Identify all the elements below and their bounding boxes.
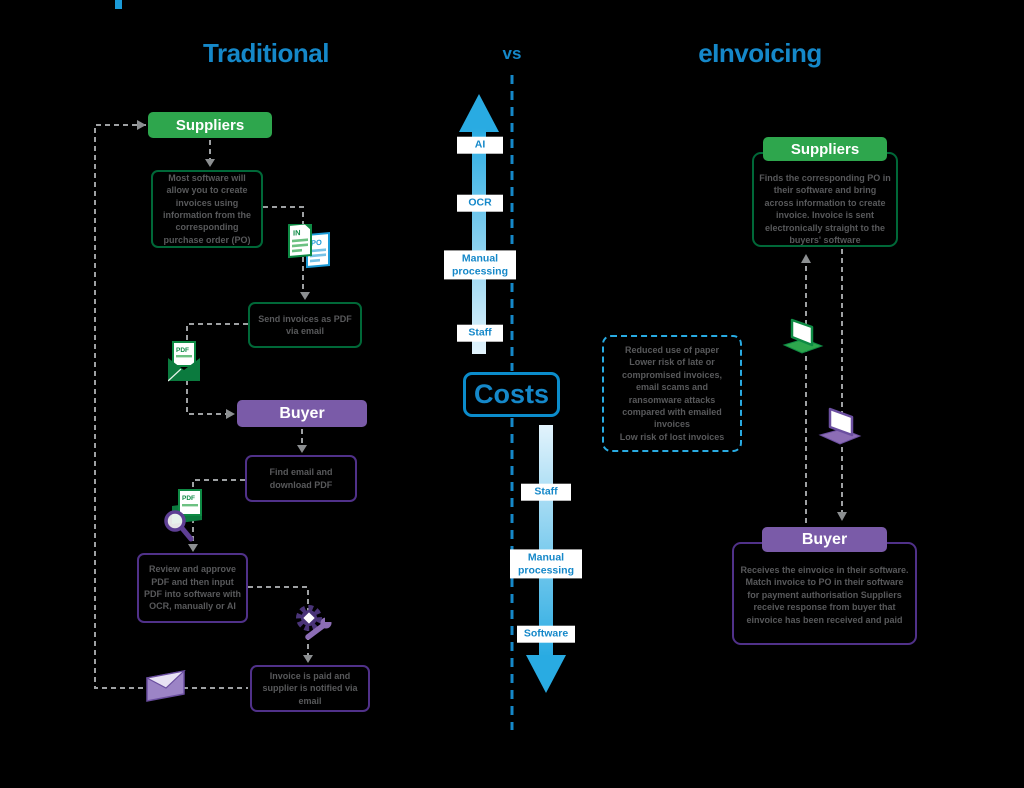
logo-fragment bbox=[115, 0, 122, 9]
benefit-lost: Low risk of lost invoices bbox=[619, 431, 725, 442]
einvoicing-suppliers-text: Finds the corresponding PO in their soft… bbox=[759, 173, 891, 246]
pdf-label-2: PDF bbox=[182, 495, 195, 502]
step-invoice-paid-box: Invoice is paid and supplier is notified… bbox=[250, 665, 370, 712]
title-einvoicing: eInvoicing bbox=[698, 38, 822, 68]
gear-wrench-icon bbox=[296, 605, 332, 640]
step-invoice-paid-text: Invoice is paid and supplier is notified… bbox=[262, 670, 358, 706]
costs-down-arrow bbox=[526, 425, 566, 693]
einvoicing-buyer-detail-box: Receives the einvoice in their software.… bbox=[732, 542, 917, 645]
einvoicing-suppliers-detail-box: Finds the corresponding PO in their soft… bbox=[752, 152, 898, 247]
title-vs: vs bbox=[502, 44, 522, 63]
benefits-box: Reduced use of paper Lower risk of late … bbox=[602, 335, 742, 452]
benefit-risk: Lower risk of late or compromised invoic… bbox=[621, 357, 723, 430]
down-label-manual-processing: Manual processing bbox=[510, 549, 582, 579]
suppliers-box-traditional: Suppliers bbox=[148, 112, 272, 138]
pdf-search-icon: PDF bbox=[164, 489, 202, 542]
benefit-paper: Reduced use of paper bbox=[624, 344, 720, 355]
step-review-approve-box: Review and approve PDF and then input PD… bbox=[137, 553, 248, 623]
costs-up-arrow bbox=[459, 94, 499, 354]
up-label-ocr: OCR bbox=[457, 194, 503, 212]
buyer-laptop-icon bbox=[818, 407, 862, 445]
costs-box: Costs bbox=[463, 372, 560, 417]
step-send-pdf-text: Send invoices as PDF via email bbox=[258, 313, 352, 336]
supplier-laptop-icon bbox=[782, 318, 824, 354]
doc-in-label: IN bbox=[293, 228, 300, 238]
suppliers-box-einvoicing: Suppliers bbox=[763, 137, 887, 161]
up-label-staff: Staff bbox=[457, 324, 503, 342]
title-traditional: Traditional bbox=[203, 38, 329, 68]
buyer-box-einvoicing: Buyer bbox=[762, 527, 887, 552]
pdf-email-icon: PDF bbox=[168, 341, 200, 382]
step-create-invoice-text: Most software will allow you to create i… bbox=[163, 172, 251, 245]
step-create-invoice-box: Most software will allow you to create i… bbox=[151, 170, 263, 248]
pdf-label-1: PDF bbox=[176, 347, 189, 354]
down-label-staff: Staff bbox=[521, 483, 571, 501]
doc-po-label: PO bbox=[311, 238, 322, 248]
notification-envelope-icon bbox=[146, 670, 186, 702]
up-label-manual-processing: Manual processing bbox=[444, 250, 516, 280]
down-label-software: Software bbox=[517, 625, 575, 643]
step-review-approve-text: Review and approve PDF and then input PD… bbox=[144, 564, 242, 612]
buyer-box-traditional: Buyer bbox=[237, 400, 367, 427]
einvoicing-buyer-text: Receives the einvoice in their software.… bbox=[740, 565, 909, 625]
invoice-po-documents-icon: PO IN bbox=[288, 224, 330, 269]
step-find-email-text: Find email and download PDF bbox=[269, 467, 333, 490]
step-send-pdf-box: Send invoices as PDF via email bbox=[248, 302, 362, 348]
step-find-email-box: Find email and download PDF bbox=[245, 455, 357, 502]
up-label-ai: AI bbox=[457, 136, 503, 154]
